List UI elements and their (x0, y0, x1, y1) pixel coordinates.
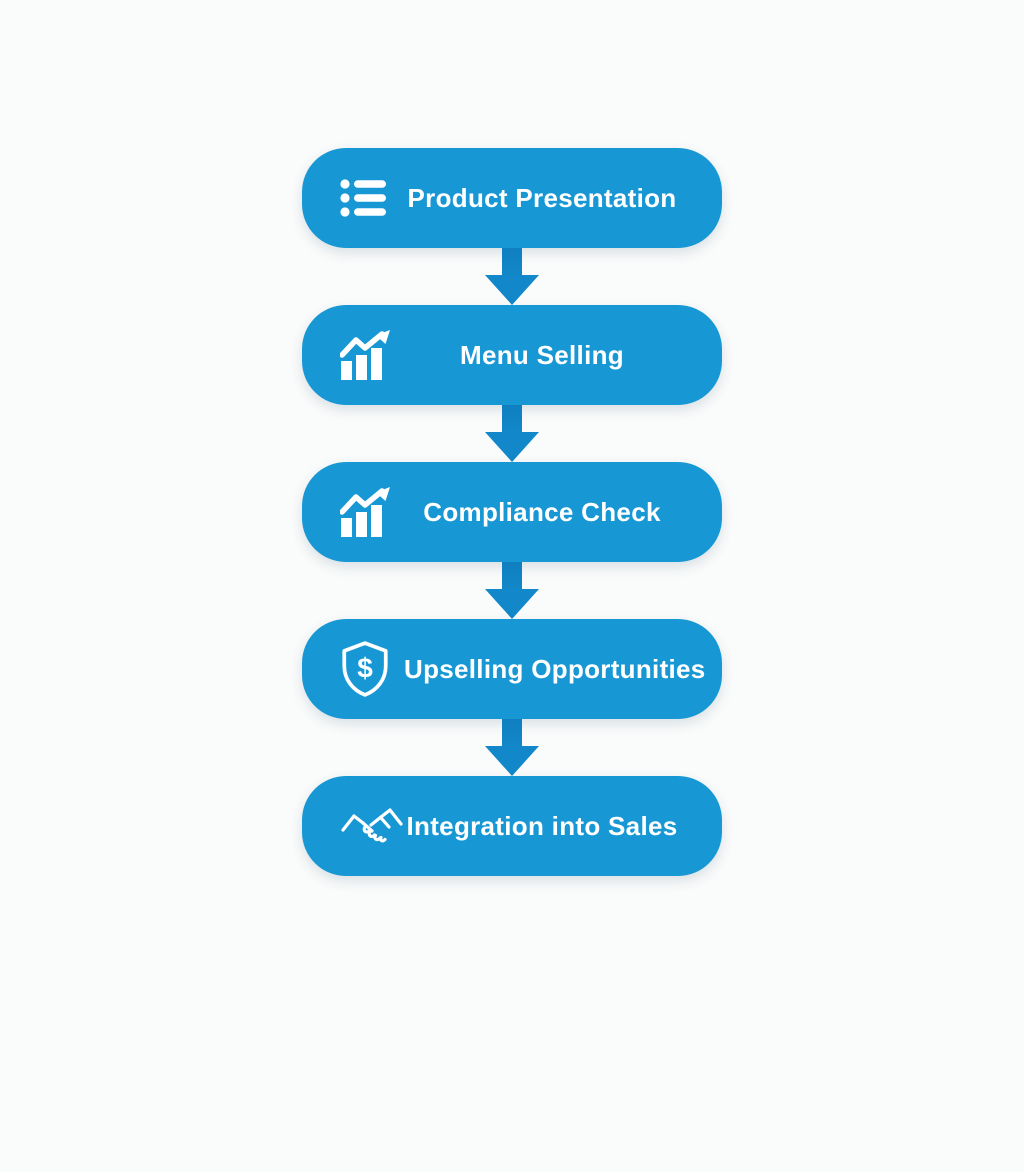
bulleted-list-icon (340, 178, 404, 218)
down-arrow-connector (485, 562, 539, 619)
sales-process-flowchart: Product Presentation Menu Selling (302, 148, 722, 876)
down-arrow-connector (485, 405, 539, 462)
arrow-head (485, 275, 539, 305)
arrow-head (485, 589, 539, 619)
arrow-shaft (502, 248, 522, 275)
flow-step-product-presentation: Product Presentation (302, 148, 722, 248)
arrow-head (485, 432, 539, 462)
down-arrow-connector (485, 719, 539, 776)
step-label: Menu Selling (460, 339, 624, 370)
arrow-head (485, 746, 539, 776)
arrow-shaft (502, 405, 522, 432)
flow-step-integration-into-sales: Integration into Sales (302, 776, 722, 876)
arrow-shaft (502, 562, 522, 589)
step-label: Integration into Sales (406, 810, 678, 841)
flow-step-compliance-check: Compliance Check (302, 462, 722, 562)
svg-text:$: $ (357, 652, 373, 683)
flow-step-upselling-opportunities: $ Upselling Opportunities (302, 619, 722, 719)
shield-dollar-icon: $ (340, 641, 404, 697)
step-label: Product Presentation (407, 182, 677, 213)
step-label: Compliance Check (423, 496, 661, 527)
down-arrow-connector (485, 248, 539, 305)
trending-bar-chart-icon (340, 330, 404, 380)
flow-step-menu-selling: Menu Selling (302, 305, 722, 405)
step-label: Upselling Opportunities (404, 653, 706, 684)
arrow-shaft (502, 719, 522, 746)
handshake-icon (340, 802, 404, 850)
trending-bar-chart-icon (340, 487, 404, 537)
